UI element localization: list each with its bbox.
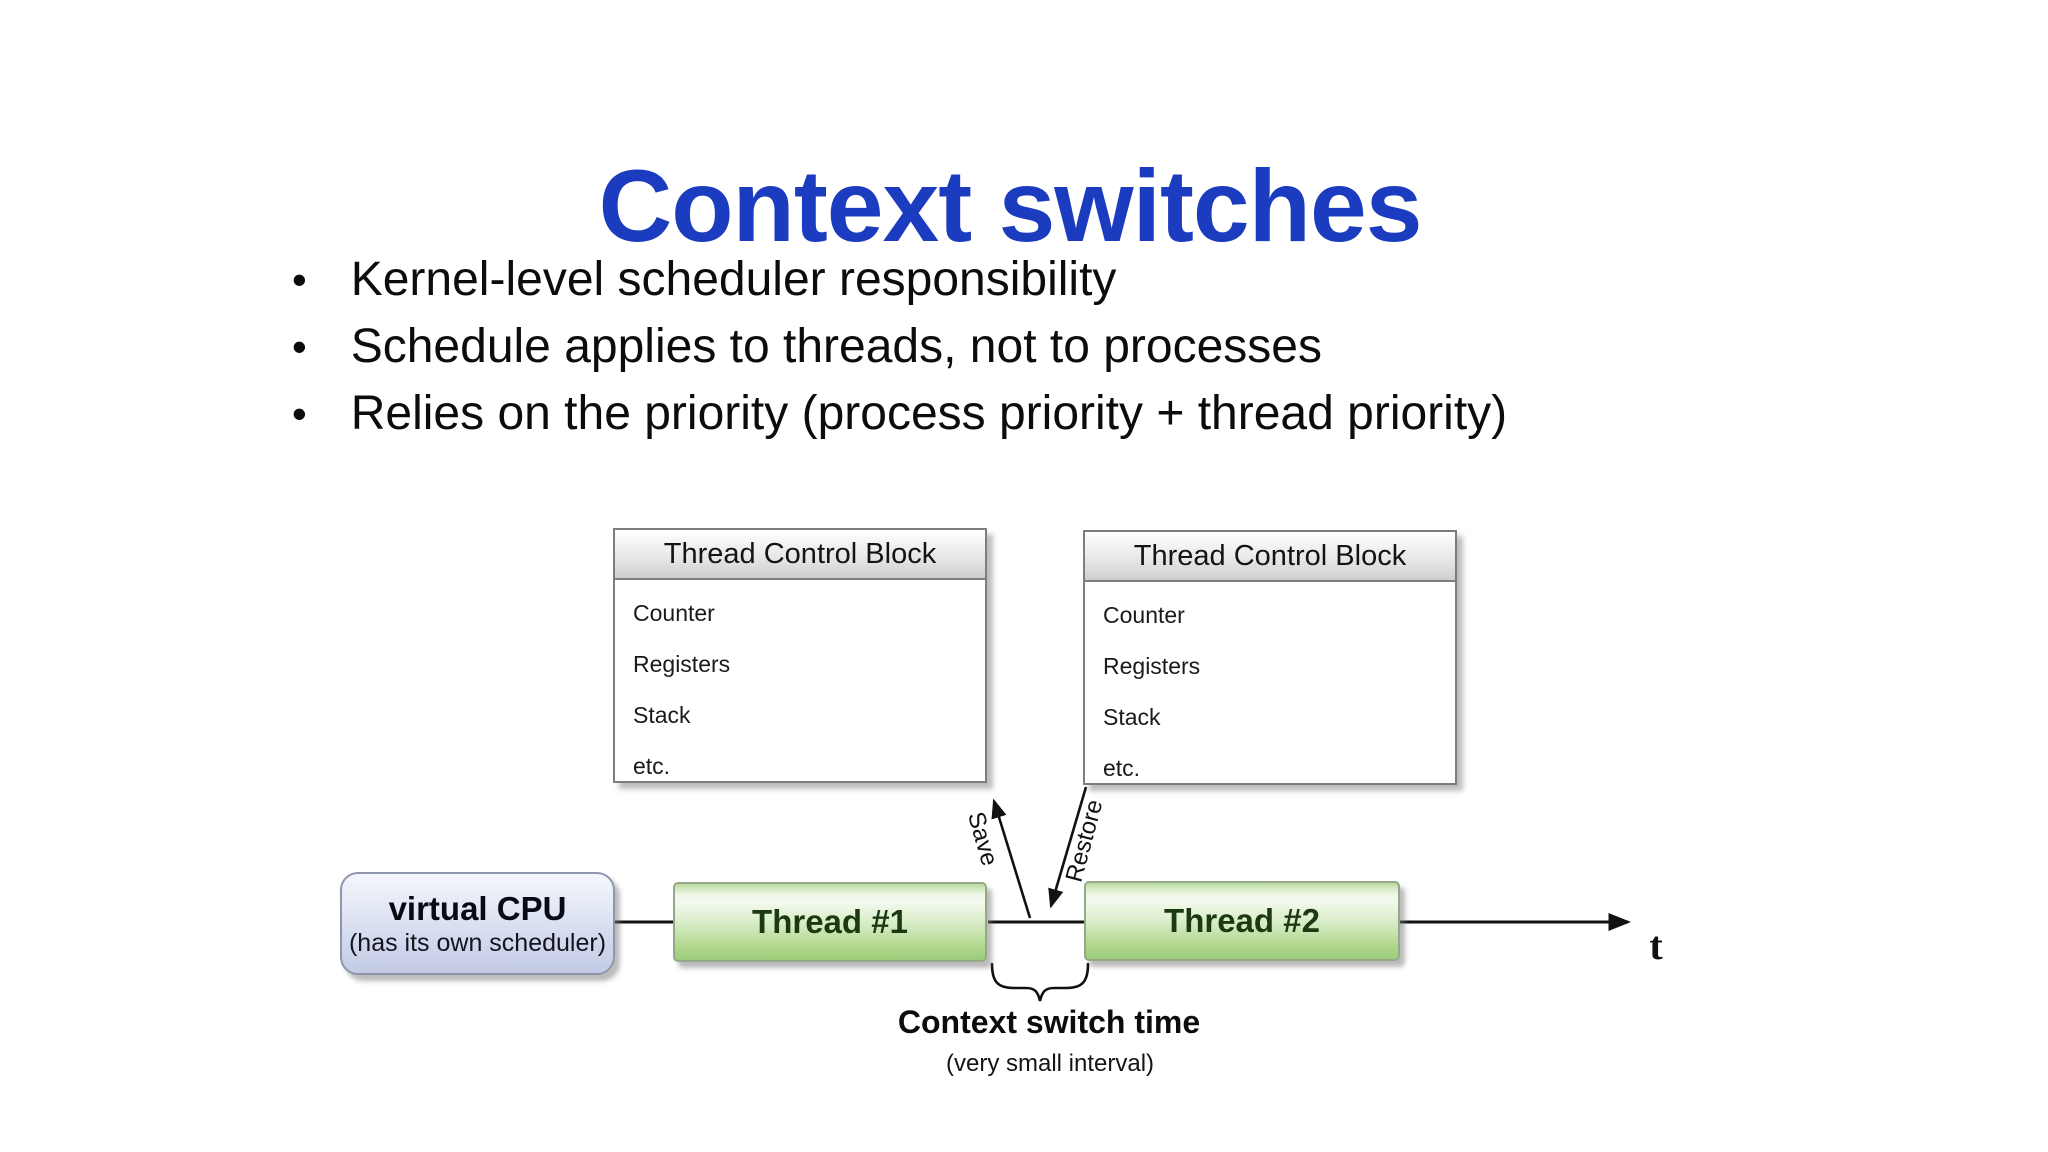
bullet-list: • Kernel-level scheduler responsibility … [292,246,1507,447]
virtual-cpu-subtitle: (has its own scheduler) [348,928,607,957]
thread1-label: Thread #1 [752,903,908,940]
save-arrow-label: Save [961,808,1003,869]
thread-control-block-right: Thread Control Block Counter Registers S… [1083,530,1457,785]
restore-arrow-label: Restore [1060,796,1109,885]
virtual-cpu-box: virtual CPU (has its own scheduler) [340,872,615,975]
context-switch-time-note: (very small interval) [945,1050,1155,1077]
bullet-item: • Relies on the priority (process priori… [292,380,1507,447]
bullet-text: Kernel-level scheduler responsibility [350,253,1117,306]
context-switch-time-label: Context switch time [897,1004,1201,1040]
thread1-box: Thread #1 [673,882,987,962]
tcb-right-item: Registers [1103,653,1201,679]
bullet-dot: • [292,256,307,303]
thread2-box: Thread #2 [1084,881,1400,961]
time-axis-label: t [1649,923,1663,968]
page-title: Context switches [598,149,1423,264]
thread-control-block-left: Thread Control Block Counter Registers S… [613,528,987,783]
tcb-left-item: Counter [633,600,715,626]
tcb-right-body: Counter Registers Stack etc. [1085,582,1455,794]
tcb-left-item: Registers [633,651,731,677]
thread2-label: Thread #2 [1164,902,1320,939]
bullet-text: Schedule applies to threads, not to proc… [350,320,1322,373]
bullet-dot: • [292,390,307,437]
tcb-right-title: Thread Control Block [1085,532,1455,582]
bullet-text: Relies on the priority (process priority… [350,387,1508,440]
bullet-dot: • [292,323,307,370]
virtual-cpu-title: virtual CPU [388,889,567,927]
tcb-left-item: Stack [633,702,691,728]
tcb-left-item: etc. [633,753,671,779]
tcb-left-body: Counter Registers Stack etc. [615,580,985,792]
bullet-item: • Kernel-level scheduler responsibility [292,246,1507,313]
bullet-item: • Schedule applies to threads, not to pr… [292,313,1507,380]
tcb-left-title: Thread Control Block [615,530,985,580]
tcb-right-item: etc. [1103,755,1141,781]
tcb-right-item: Stack [1103,704,1161,730]
context-switch-brace [990,962,1090,1002]
tcb-right-item: Counter [1103,602,1185,628]
